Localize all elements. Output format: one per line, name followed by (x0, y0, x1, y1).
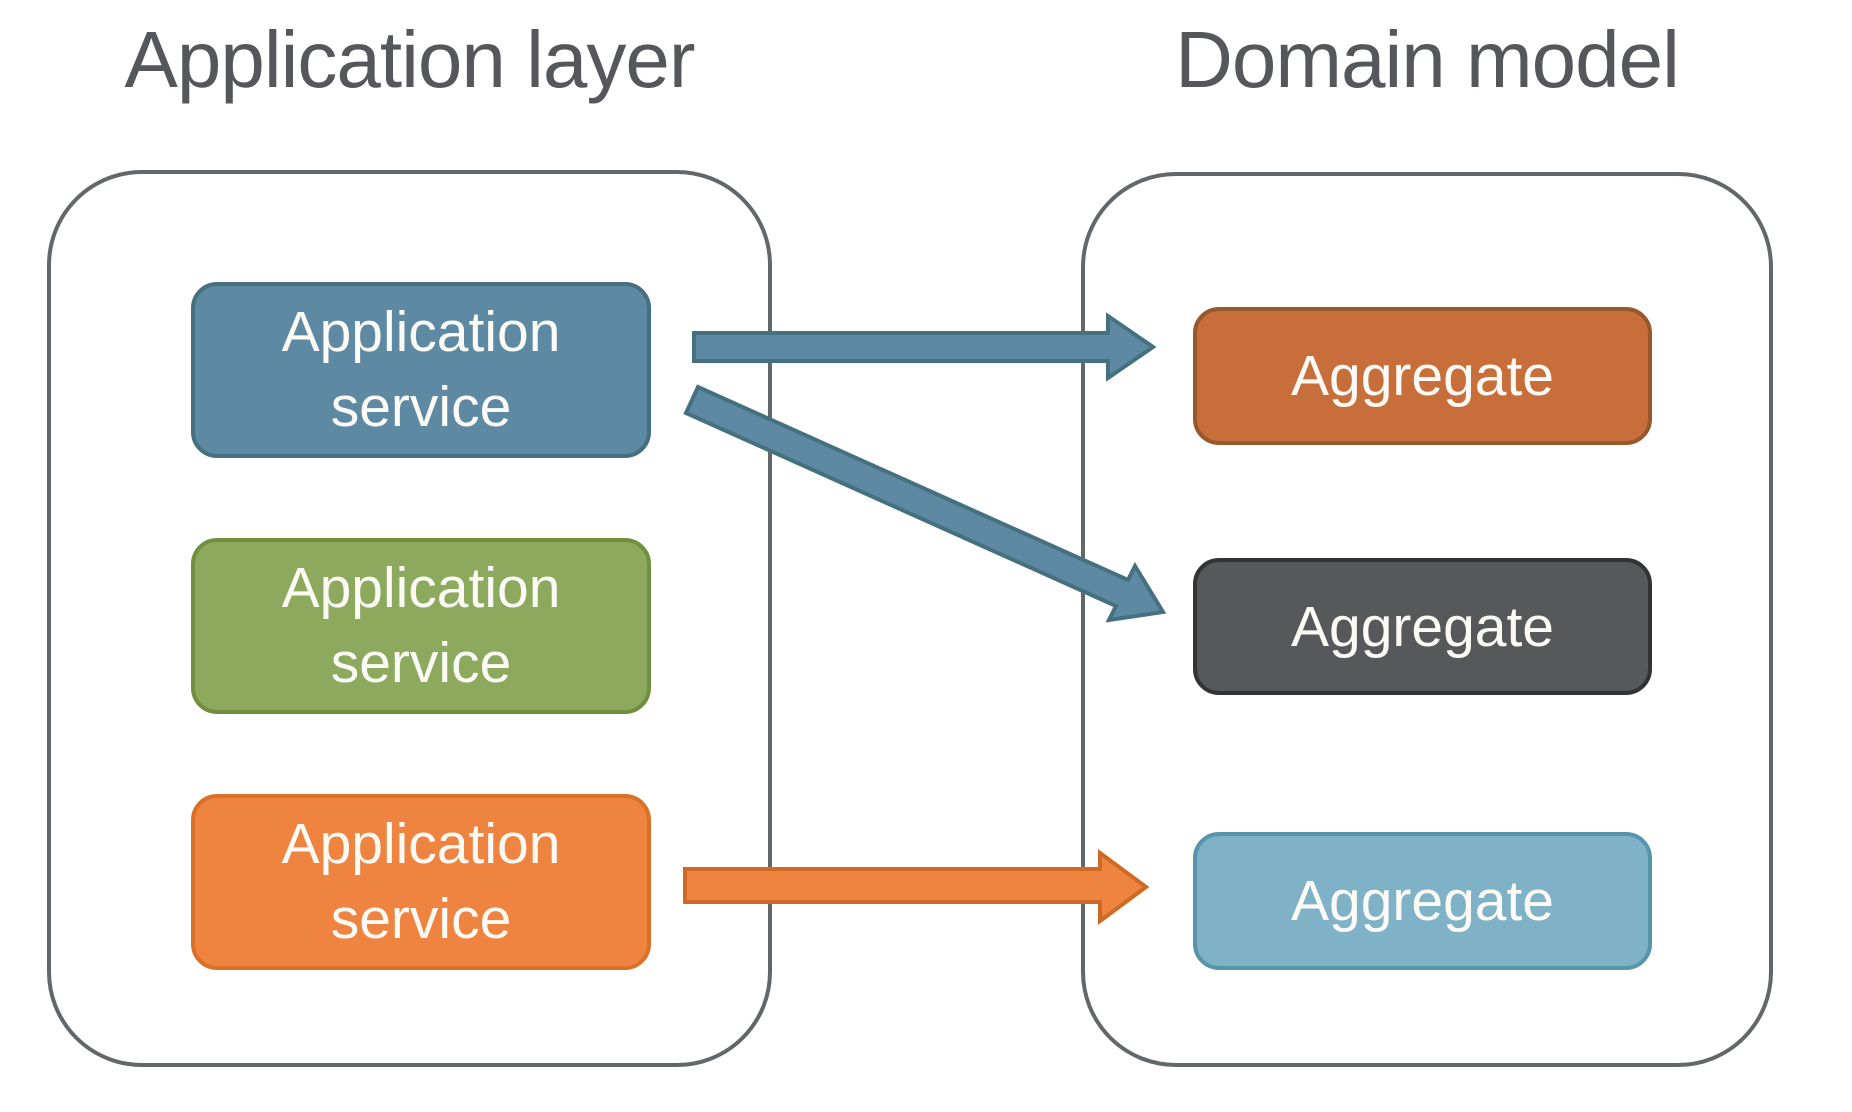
application-service-box-2: Application service (191, 538, 651, 714)
application-service-box-3: Application service (191, 794, 651, 970)
application-service-box-1: Application service (191, 282, 651, 458)
application-layer-title: Application layer (124, 15, 696, 104)
aggregate-box-3: Aggregate (1193, 832, 1652, 970)
domain-model-title: Domain model (1175, 15, 1680, 104)
aggregate-box-1: Aggregate (1193, 307, 1652, 445)
aggregate-box-2: Aggregate (1193, 558, 1652, 695)
